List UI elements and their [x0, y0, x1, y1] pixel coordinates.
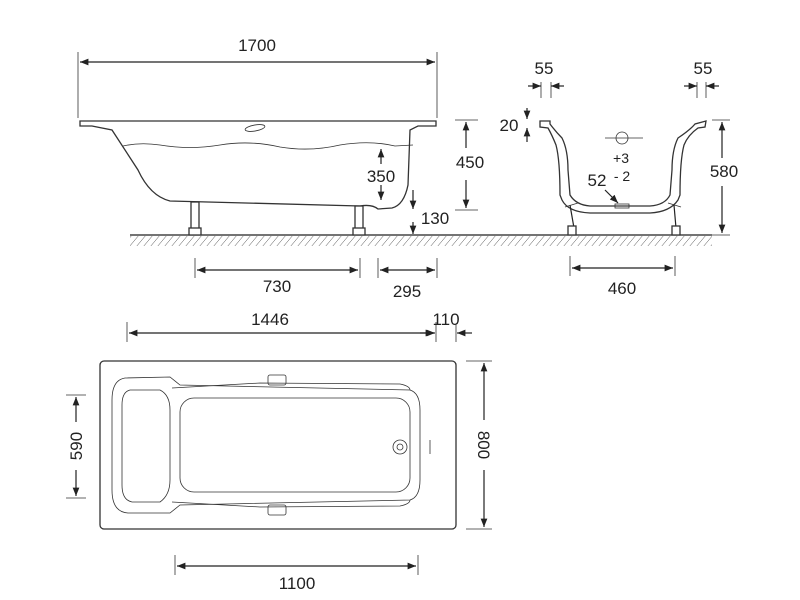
dim-inner-length: 1446 [251, 310, 289, 329]
handle-icon [267, 504, 287, 516]
drain-diameter: 52 [588, 171, 607, 190]
floor-line [130, 234, 712, 246]
handle-icon [267, 374, 287, 386]
top-view: 1446 110 590 800 1100 [66, 310, 493, 593]
dim-leg-offset: 295 [393, 282, 421, 301]
leg [352, 205, 366, 236]
side-view: 1700 450 350 130 730 295 [77, 36, 484, 301]
dim-inner-width: 590 [67, 432, 86, 460]
dim-end-height: 580 [710, 162, 738, 181]
drain-tolerance-minus: - 2 [614, 168, 631, 184]
drain-tolerance-plus: +3 [613, 150, 629, 166]
dim-end-leg-spacing: 460 [608, 279, 636, 298]
end-view: +3 52 - 2 55 55 20 580 460 [500, 59, 739, 298]
overflow-icon [244, 124, 266, 132]
dim-leg-spacing: 730 [263, 277, 291, 296]
dim-water-depth: 350 [367, 167, 395, 186]
leg [564, 202, 579, 236]
dim-clearance: 130 [421, 209, 449, 228]
dim-rim-left: 55 [535, 59, 554, 78]
dim-total-height: 450 [456, 153, 484, 172]
dim-outer-width: 800 [474, 431, 493, 459]
dim-rim-right: 55 [694, 59, 713, 78]
dim-rim-thickness: 20 [500, 116, 519, 135]
dim-total-length: 1700 [238, 36, 276, 55]
dim-basin-length: 1100 [279, 574, 316, 593]
leg [667, 202, 682, 236]
dim-edge-offset: 110 [432, 310, 459, 329]
drain-icon [392, 439, 408, 455]
leg [188, 201, 202, 236]
